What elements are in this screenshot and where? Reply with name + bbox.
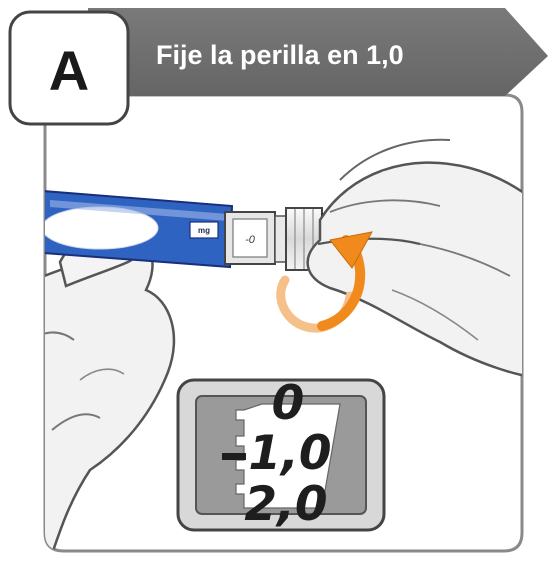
mg-label: mg <box>189 221 219 239</box>
rotation-arrow-icon <box>276 231 373 333</box>
injection-pen: mg -0 <box>45 188 339 271</box>
pen-dose-window: -0 <box>224 211 276 265</box>
step-title: Fije la perilla en 1,0 <box>156 40 404 70</box>
dial-value-0: 0 <box>272 376 305 431</box>
dial-value-2: 2,0 <box>244 477 327 532</box>
dose-pointer <box>222 453 246 460</box>
step-badge: A <box>8 10 130 126</box>
step-letter: A <box>49 39 89 102</box>
svg-text:mg: mg <box>198 226 210 235</box>
dial-value-1: 1,0 <box>248 426 331 481</box>
right-hand <box>306 138 522 382</box>
dose-window-magnified: 0 1,0 2,0 <box>176 376 386 532</box>
step-banner: Fije la perilla en 1,0 <box>88 8 548 96</box>
svg-text:-0: -0 <box>245 234 256 246</box>
